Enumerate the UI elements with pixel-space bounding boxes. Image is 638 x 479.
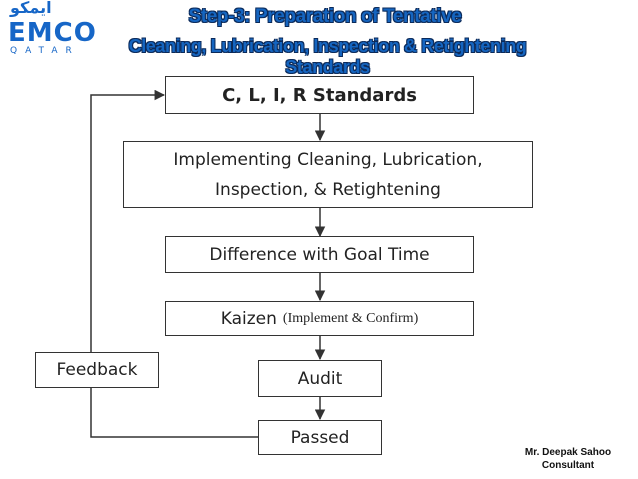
- feedback-loop-bottom: [90, 388, 258, 438]
- box-kaizen-label: Kaizen: [220, 308, 277, 329]
- title-line-2: Cleaning, Lubrication, Inspection & Reti…: [128, 36, 527, 77]
- box-kaizen: Kaizen (Implement & Confirm): [165, 301, 474, 336]
- title-line-1: Step-3: Preparation of Tentative: [188, 6, 462, 27]
- box-audit: Audit: [258, 360, 382, 397]
- box-implementing-line2: Inspection, & Retightening: [215, 179, 441, 200]
- box-feedback: Feedback: [35, 352, 159, 388]
- box-clir-standards: C, L, I, R Standards: [165, 76, 474, 114]
- box-kaizen-sublabel: (Implement & Confirm): [282, 310, 419, 326]
- box-audit-label: Audit: [297, 368, 343, 389]
- box-implementing-line1: Implementing Cleaning, Lubrication,: [173, 149, 483, 170]
- box-passed-label: Passed: [290, 427, 350, 448]
- feedback-loop-top: [90, 89, 166, 352]
- author-name: Mr. Deepak Sahoo: [524, 447, 612, 458]
- box-difference-label: Difference with Goal Time: [209, 244, 430, 265]
- box-difference-goal-time: Difference with Goal Time: [165, 236, 474, 273]
- box-passed: Passed: [258, 420, 382, 455]
- box-implementing: Implementing Cleaning, Lubrication, Insp…: [123, 141, 533, 208]
- logo-wordmark: EMCO: [8, 18, 97, 48]
- box-feedback-label: Feedback: [56, 360, 138, 380]
- logo-subtext: QATAR: [10, 46, 80, 56]
- logo-arabic: ايمكو: [10, 0, 52, 17]
- author-role: Consultant: [541, 460, 595, 471]
- author-credit: Mr. Deepak Sahoo Consultant: [508, 446, 628, 472]
- box-clir-standards-label: C, L, I, R Standards: [222, 84, 417, 106]
